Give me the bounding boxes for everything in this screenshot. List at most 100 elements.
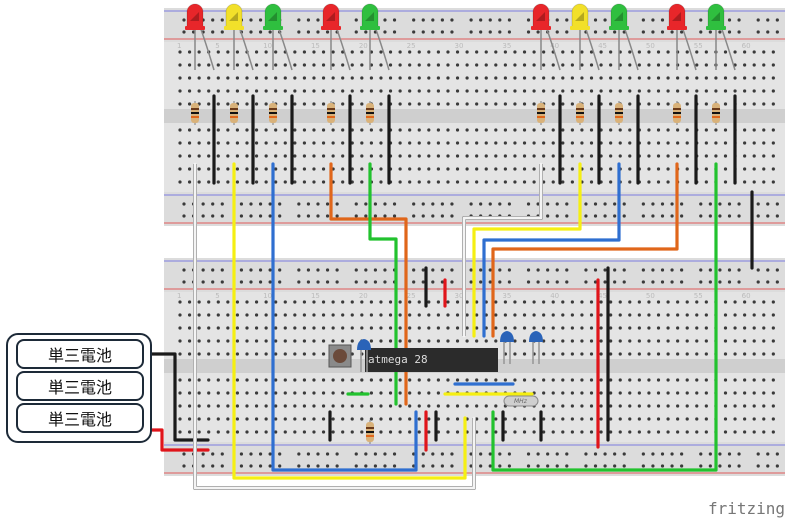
terminal-hole bbox=[254, 391, 259, 395]
terminal-hole bbox=[417, 378, 421, 382]
battery-pack: 単三電池 単三電池 単三電池 bbox=[6, 333, 152, 443]
rail-hole bbox=[555, 214, 559, 218]
terminal-hole bbox=[542, 417, 546, 421]
terminal-hole bbox=[216, 76, 220, 80]
rail-hole bbox=[727, 268, 732, 272]
rail-hole bbox=[727, 202, 732, 206]
terminal-hole bbox=[379, 50, 383, 54]
rail-hole bbox=[182, 18, 186, 22]
terminal-hole bbox=[178, 326, 182, 330]
terminal-hole bbox=[733, 430, 737, 434]
resistor-band bbox=[366, 108, 374, 110]
terminal-hole bbox=[771, 313, 775, 317]
rail-hole bbox=[708, 464, 712, 468]
rail-hole bbox=[239, 452, 244, 456]
column-number: 10 bbox=[263, 42, 272, 50]
current-limit-resistor bbox=[327, 101, 335, 125]
terminal-hole bbox=[666, 50, 670, 54]
terminal-hole bbox=[666, 339, 670, 343]
terminal-hole bbox=[369, 141, 373, 145]
rail-hole bbox=[775, 464, 779, 468]
led-yellow bbox=[224, 3, 254, 71]
terminal-hole bbox=[752, 50, 756, 54]
terminal-hole bbox=[388, 50, 393, 54]
rail-hole bbox=[220, 280, 224, 284]
battery-negative-wire bbox=[150, 352, 210, 442]
terminal-hole bbox=[274, 89, 278, 93]
terminal-hole bbox=[685, 141, 689, 145]
terminal-hole bbox=[408, 300, 412, 304]
terminal-hole bbox=[637, 76, 641, 80]
terminal-hole bbox=[178, 313, 182, 317]
terminal-hole bbox=[274, 417, 278, 421]
rail-hole bbox=[431, 464, 435, 468]
terminal-hole bbox=[743, 326, 747, 330]
terminal-hole bbox=[197, 313, 201, 317]
terminal-hole bbox=[388, 63, 393, 67]
rail-hole bbox=[479, 30, 483, 34]
terminal-hole bbox=[599, 378, 603, 382]
terminal-hole bbox=[321, 430, 326, 434]
terminal-hole bbox=[532, 63, 536, 67]
terminal-hole bbox=[216, 378, 220, 382]
terminal-hole bbox=[666, 326, 670, 330]
rail-hole bbox=[766, 214, 770, 218]
led5-signal-wire bbox=[368, 162, 398, 406]
rail-hole bbox=[651, 280, 655, 284]
terminal-hole bbox=[637, 391, 641, 395]
terminal-hole bbox=[427, 339, 431, 343]
terminal-hole bbox=[570, 404, 574, 408]
terminal-hole bbox=[484, 378, 488, 382]
rail-hole bbox=[670, 268, 674, 272]
terminal-hole bbox=[254, 76, 259, 80]
current-limit-resistor bbox=[576, 101, 584, 125]
terminal-hole bbox=[226, 63, 230, 67]
rail-hole bbox=[555, 268, 559, 272]
terminal-hole bbox=[733, 339, 737, 343]
terminal-hole bbox=[302, 76, 307, 80]
terminal-hole bbox=[187, 339, 192, 343]
terminal-hole bbox=[331, 326, 335, 330]
resistor-band bbox=[366, 116, 374, 118]
terminal-hole bbox=[475, 378, 479, 382]
terminal-hole bbox=[513, 313, 517, 317]
terminal-hole bbox=[379, 326, 383, 330]
terminal-hole bbox=[551, 76, 555, 80]
terminal-hole bbox=[178, 180, 182, 184]
cap-body bbox=[529, 331, 543, 342]
rail-hole bbox=[555, 452, 559, 456]
terminal-hole bbox=[704, 352, 708, 356]
terminal-hole bbox=[647, 180, 651, 184]
terminal-hole bbox=[360, 378, 364, 382]
terminal-hole bbox=[561, 50, 565, 54]
rail-hole bbox=[613, 30, 617, 34]
rail-hole bbox=[201, 464, 205, 468]
terminal-hole bbox=[685, 378, 689, 382]
terminal-hole bbox=[676, 352, 680, 356]
terminal-hole bbox=[187, 430, 192, 434]
terminal-hole bbox=[187, 391, 192, 395]
terminal-hole bbox=[264, 180, 268, 184]
terminal-hole bbox=[733, 50, 737, 54]
terminal-hole bbox=[398, 417, 402, 421]
rail-hole bbox=[593, 464, 598, 468]
terminal-hole bbox=[752, 154, 756, 158]
terminal-hole bbox=[551, 128, 555, 132]
terminal-hole bbox=[743, 50, 747, 54]
led-body bbox=[225, 3, 243, 29]
rail-hole bbox=[440, 18, 444, 22]
terminal-hole bbox=[274, 313, 278, 317]
rail-hole bbox=[565, 280, 569, 284]
terminal-hole bbox=[494, 50, 498, 54]
terminal-hole bbox=[465, 180, 469, 184]
terminal-hole bbox=[398, 89, 402, 93]
terminal-hole bbox=[589, 404, 594, 408]
terminal-hole bbox=[408, 141, 412, 145]
terminal-hole bbox=[187, 141, 192, 145]
terminal-hole bbox=[369, 76, 373, 80]
terminal-hole bbox=[436, 102, 440, 106]
led9-signal-wire bbox=[491, 162, 679, 338]
rail-hole bbox=[622, 280, 626, 284]
terminal-hole bbox=[494, 63, 498, 67]
terminal-hole bbox=[561, 89, 565, 93]
